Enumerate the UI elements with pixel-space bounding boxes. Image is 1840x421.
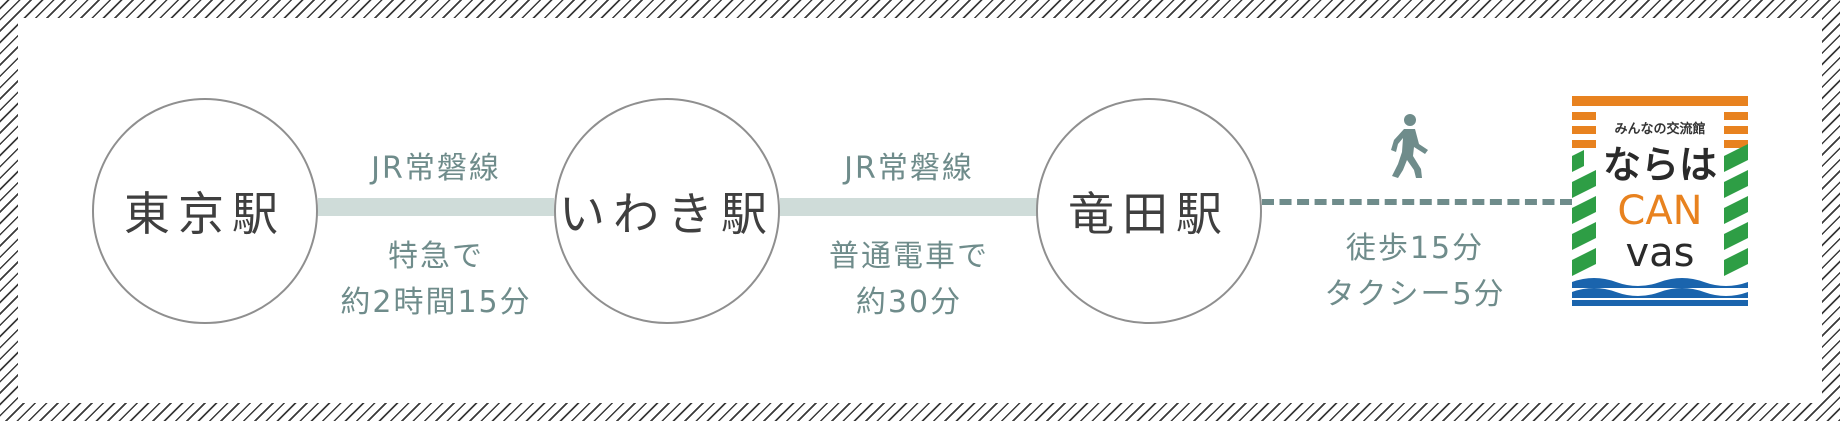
station-iwaki: いわき駅	[554, 98, 780, 324]
naraha-canvas-logo: みんなの交流館 ならは CAN vas	[1572, 96, 1748, 306]
segment2-detail: 普通電車で 約30分	[780, 234, 1038, 326]
rail-iwaki-tatsuta	[780, 198, 1038, 216]
walking-person-icon	[1391, 114, 1428, 178]
segment1-line-name: JR常磐線	[371, 151, 501, 186]
segment3-detail: 徒歩15分 タクシー5分	[1300, 226, 1530, 318]
segment2-line-name: JR常磐線	[844, 151, 974, 186]
segment3-detail-line1: 徒歩15分	[1345, 231, 1485, 266]
segment2-detail-line2: 約30分	[855, 285, 963, 320]
logo-subtitle: みんなの交流館	[1614, 121, 1705, 137]
segment2-detail-line1: 普通電車で	[829, 239, 989, 274]
segment3-detail-line2: タクシー5分	[1324, 277, 1506, 312]
segment1-detail: 特急で 約2時間15分	[318, 234, 554, 326]
logo-line3: vas	[1625, 230, 1694, 276]
station-tatsuta: 竜田駅	[1036, 98, 1262, 324]
segment1-detail-line2: 約2時間15分	[340, 285, 532, 320]
segment1-detail-line1: 特急で	[388, 239, 484, 274]
station-tokyo: 東京駅	[92, 98, 318, 324]
rail-tokyo-iwaki	[318, 198, 554, 216]
logo-line2: CAN	[1617, 188, 1702, 234]
logo-line1: ならは	[1603, 143, 1717, 187]
walking-route-dashed-line	[1262, 199, 1572, 205]
